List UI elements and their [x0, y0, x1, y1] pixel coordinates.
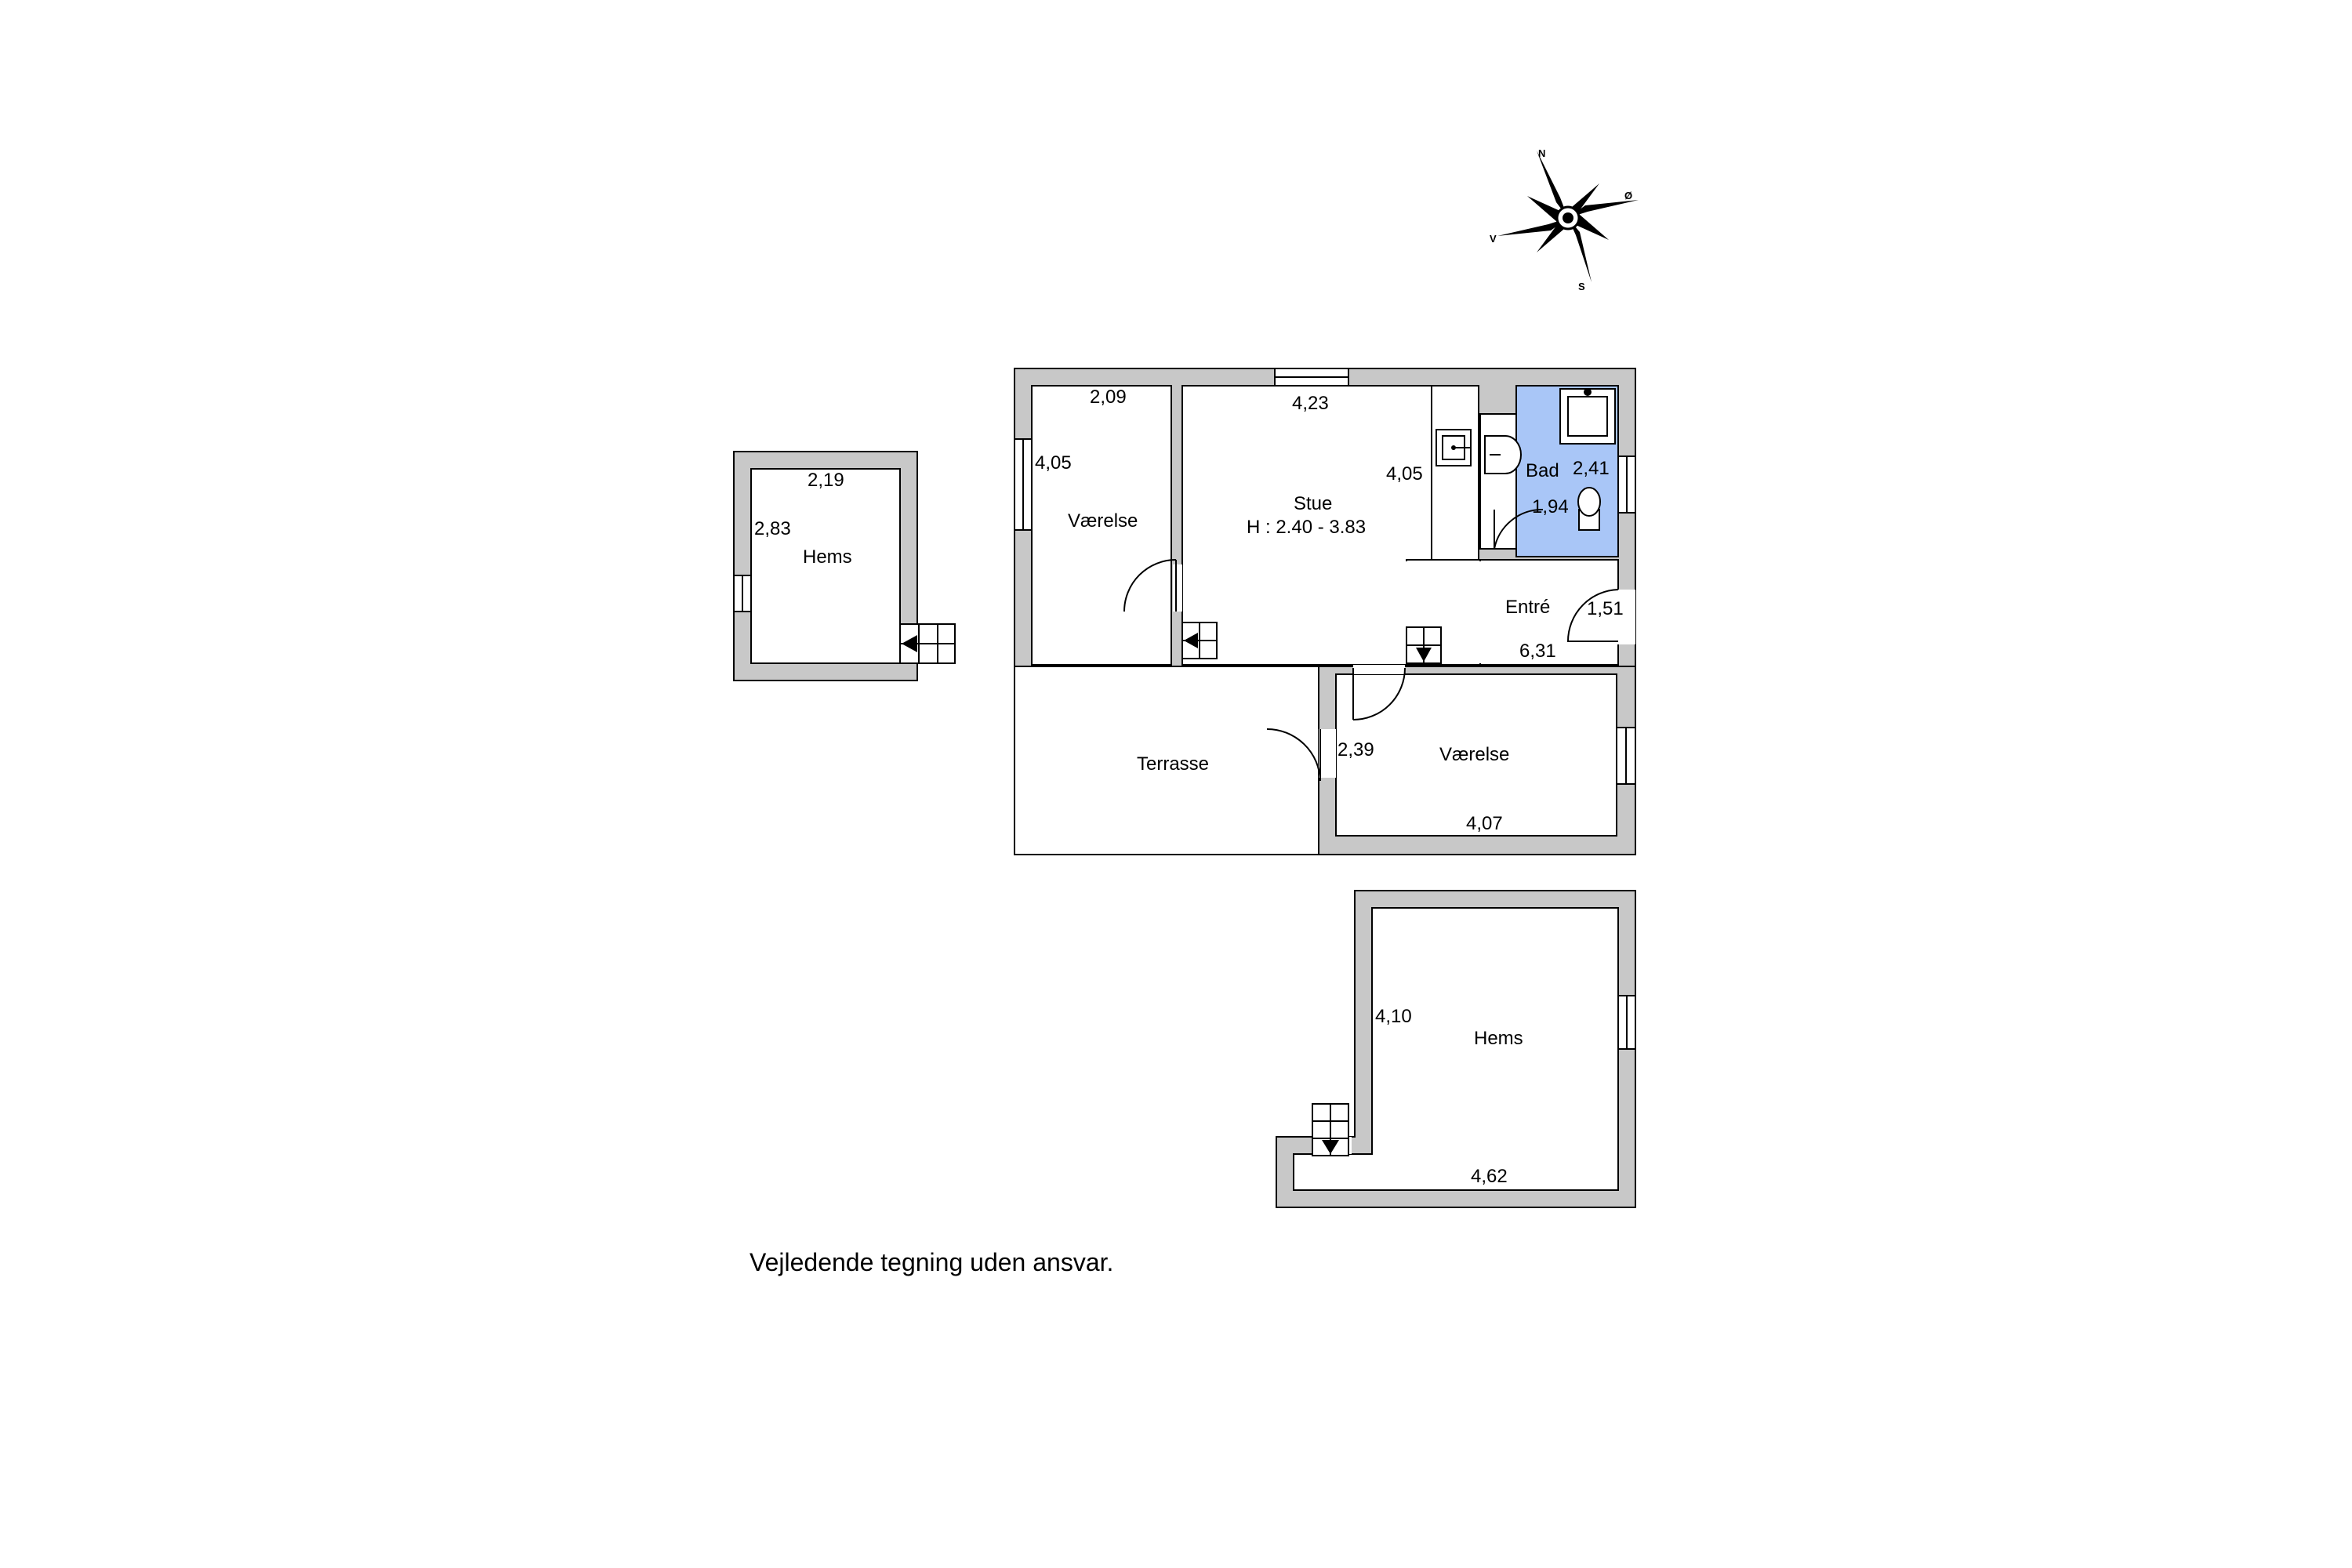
bathroom-counter	[1479, 413, 1517, 550]
loft-small-name: Hems	[803, 546, 852, 568]
door-bedroom2	[1352, 667, 1406, 720]
loft-large-width: 4,62	[1471, 1166, 1508, 1187]
loft-small	[733, 451, 956, 681]
door-terrace	[1266, 728, 1321, 782]
stair-loft-large	[1312, 1103, 1349, 1156]
living-height-note: H : 2.40 - 3.83	[1247, 517, 1366, 538]
loft-large-depth: 4,10	[1375, 1006, 1412, 1027]
bedroom2-depth: 2,39	[1338, 739, 1374, 760]
compass-west-label: V	[1490, 233, 1497, 245]
compass-east-label: Ø	[1624, 190, 1632, 201]
loft-small-depth: 2,83	[754, 518, 791, 539]
shower	[1559, 388, 1616, 445]
stair-living	[1406, 626, 1442, 664]
entrance-depth: 1,51	[1587, 598, 1624, 619]
terrace-name: Terrasse	[1137, 753, 1209, 775]
bedroom2-width: 4,07	[1466, 813, 1503, 834]
door-bedroom1	[1123, 559, 1177, 612]
stair-bedroom1	[1181, 622, 1218, 659]
loft-large-name: Hems	[1474, 1028, 1523, 1049]
living-room	[1181, 385, 1432, 666]
compass-rose: N Ø S V	[1490, 147, 1639, 292]
terrace-area	[1014, 666, 1319, 855]
bedroom1-name: Værelse	[1068, 510, 1138, 532]
kitchen-counter	[1431, 385, 1479, 561]
bedroom1-depth: 4,05	[1035, 452, 1072, 474]
living-depth: 4,05	[1386, 463, 1423, 485]
loft-small-width: 2,19	[808, 470, 844, 491]
living-name: Stue	[1294, 493, 1332, 514]
door-bathroom	[1494, 508, 1544, 550]
living-width: 4,23	[1292, 393, 1329, 414]
bedroom1-width: 2,09	[1090, 387, 1127, 408]
disclaimer-text: Vejledende tegning uden ansvar.	[750, 1248, 1114, 1276]
door-entrance	[1566, 589, 1619, 642]
compass-south-label: S	[1578, 281, 1585, 292]
bedroom-1	[1031, 385, 1172, 666]
compass-north-label: N	[1538, 147, 1545, 159]
main-floor	[1014, 368, 1636, 855]
bathroom-depth: 1,94	[1532, 496, 1569, 517]
entrance-name: Entré	[1505, 597, 1550, 618]
entrance-width: 6,31	[1519, 641, 1556, 662]
bathroom-name: Bad	[1526, 460, 1559, 481]
bedroom2-name: Værelse	[1439, 744, 1509, 765]
washbasin	[1484, 435, 1522, 474]
stair-loft-small	[899, 623, 956, 664]
bedroom-2	[1335, 673, 1617, 837]
toilet	[1577, 487, 1601, 531]
kitchen-sink	[1436, 429, 1472, 466]
loft-large	[1276, 890, 1636, 1208]
bathroom-width: 2,41	[1573, 458, 1610, 479]
